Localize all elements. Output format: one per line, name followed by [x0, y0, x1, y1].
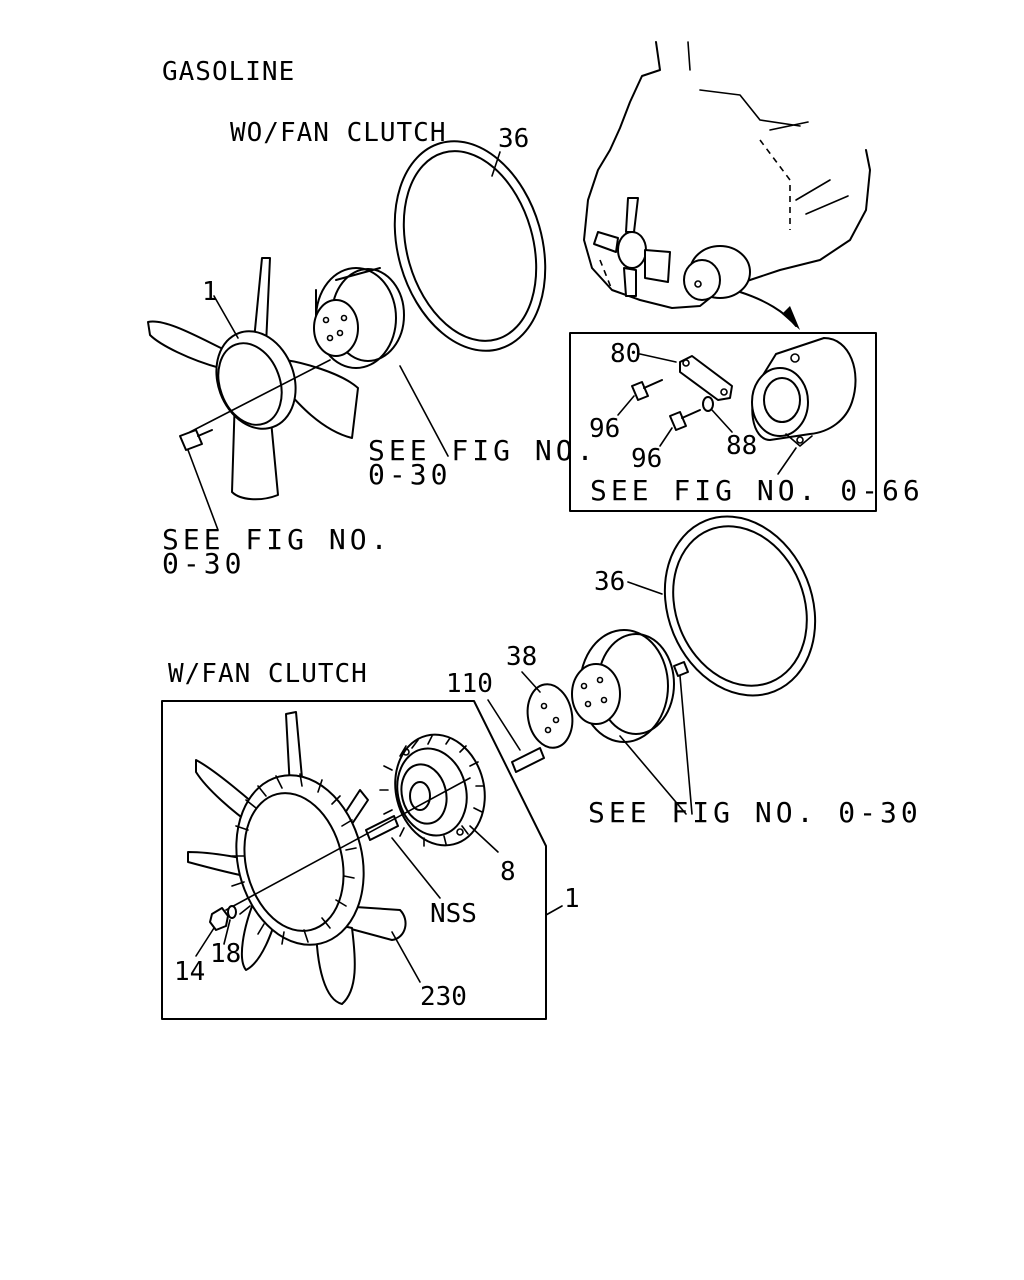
callout-88: 88 [726, 431, 757, 461]
callout-110: 110 [446, 669, 493, 699]
cooling-fan-upper [147, 257, 359, 501]
spacer [526, 683, 574, 749]
alternator-detail-box [569, 332, 877, 512]
fan-nut [209, 907, 229, 931]
callout-18: 18 [210, 939, 241, 969]
pulley-lower [571, 629, 675, 743]
callout-38: 38 [506, 642, 537, 672]
alternator [751, 337, 857, 447]
callout-1-lower: 1 [564, 884, 580, 914]
callout-36-lower: 36 [594, 567, 625, 597]
fan-bolt-upper [179, 429, 219, 531]
callout-14: 14 [174, 957, 205, 987]
fan-washer [227, 905, 237, 919]
cooling-fan-lower [187, 711, 471, 1005]
callout-8: 8 [500, 857, 516, 887]
callout-arrow [739, 291, 800, 330]
fan-belt-lower [663, 515, 817, 697]
see-fig-030-c: SEE FIG NO. 0-30 [588, 796, 922, 829]
fan-clutch [379, 733, 486, 847]
adjust-bracket [679, 355, 733, 401]
see-fig-030-a-line2: 0-30 [368, 458, 451, 491]
pulley-stud [673, 661, 689, 677]
callout-230: 230 [420, 982, 467, 1012]
callout-96-b: 96 [631, 444, 662, 474]
see-fig-030-a-line1: SEE FIG NO. [368, 434, 597, 467]
callout-80: 80 [610, 339, 641, 369]
fan-belt-upper [393, 140, 547, 352]
pulley-upper [313, 267, 405, 369]
callout-nss: NSS [430, 899, 477, 929]
fan-clutch-assembly-box [161, 700, 547, 1020]
clutch-bolt [511, 747, 545, 773]
callout-36-upper: 36 [498, 124, 529, 154]
see-fig-030-b-line2: 0-30 [162, 547, 245, 580]
callout-96-a: 96 [589, 414, 620, 444]
see-fig-066: SEE FIG NO. 0-66 [590, 474, 924, 507]
title-wo-fan-clutch: WO/FAN CLUTCH [230, 118, 447, 148]
see-fig-030-b-line1: SEE FIG NO. [162, 523, 391, 556]
washer [702, 396, 714, 412]
callout-1-upper: 1 [202, 277, 218, 307]
bracket-bolt-upper [631, 379, 663, 401]
engine-outline [583, 41, 871, 309]
title-w-fan-clutch: W/FAN CLUTCH [168, 659, 368, 689]
title-gasoline: GASOLINE [162, 57, 295, 87]
bracket-bolt-lower [669, 409, 701, 431]
